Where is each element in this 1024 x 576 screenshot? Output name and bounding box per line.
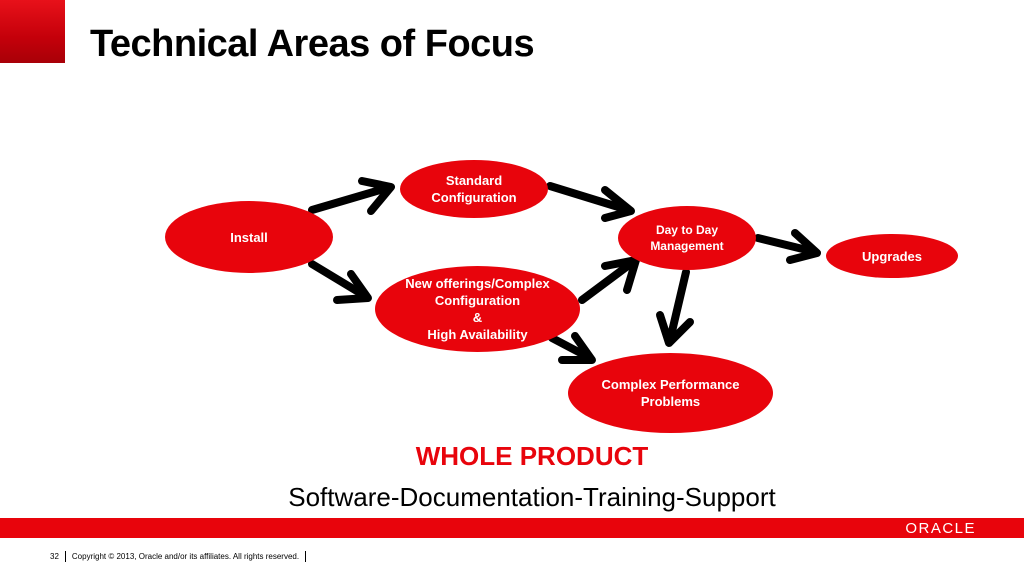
footer-red-bar [0,518,1024,538]
arrow-daytoday-to-upgrades [754,229,821,264]
page-number: 32 [50,552,59,561]
whole-product-subline: Software-Documentation-Training-Support [288,482,776,512]
node-upgrades: Upgrades [826,234,958,278]
corner-accent-block [0,0,65,63]
node-install: Install [165,201,333,273]
arrow-install-to-standard [308,177,395,215]
node-standard-configuration: Standard Configuration [400,160,548,218]
arrow-daytoday-to-perf [656,268,694,347]
arrow-complex-to-perf [548,332,596,364]
node-day-to-day-management: Day to Day Management [618,206,756,270]
footer-separator [64,551,66,562]
slide-title: Technical Areas of Focus [90,23,535,65]
node-new-offerings-complex-configuration: New offerings/Complex Configuration & Hi… [375,266,580,352]
whole-product-heading: WHOLE PRODUCT [415,441,649,471]
oracle-logo: ORACLE [905,519,976,537]
node-complex-performance-problems: Complex Performance Problems [568,353,773,433]
arrow-standard-to-daytoday [546,182,635,222]
footer-separator [305,551,307,562]
copyright-text: Copyright © 2013, Oracle and/or its affi… [71,552,300,561]
slide-footer: 32 Copyright © 2013, Oracle and/or its a… [50,551,307,562]
arrow-complex-to-daytoday [578,256,640,304]
arrow-install-to-complex [308,260,372,304]
